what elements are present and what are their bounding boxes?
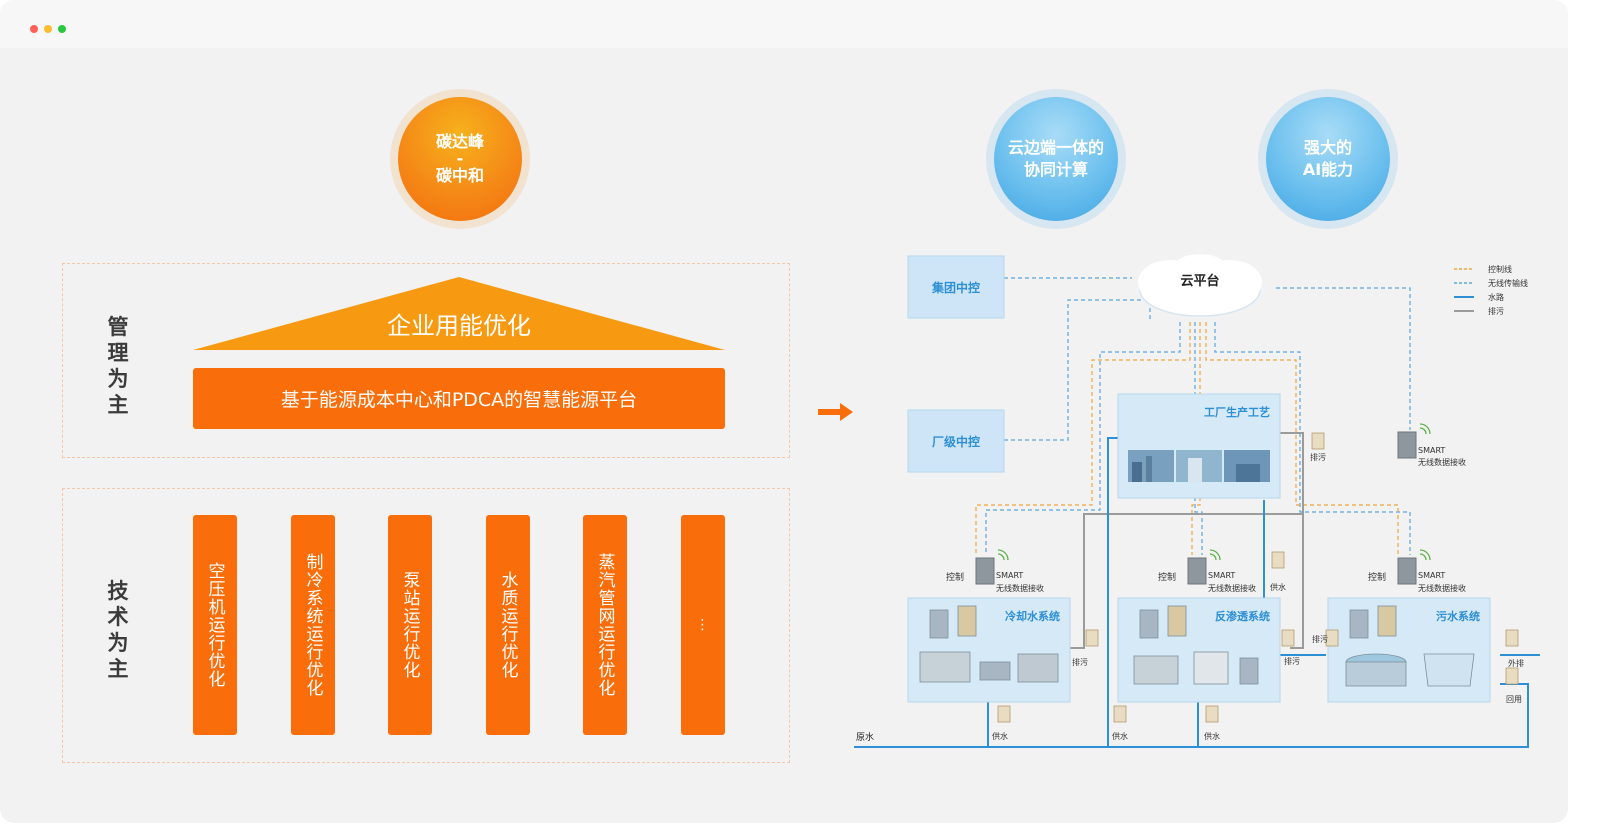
factory-photos — [1128, 450, 1270, 482]
tech-column-pump-station: 泵站运行优化 — [388, 515, 432, 735]
carbon-badge-line2: - — [456, 149, 464, 168]
smart-receiver-ro: 控制 SMART 无线数据接收 — [1158, 557, 1256, 593]
technology-panel — [62, 488, 790, 763]
maximize-window-dot[interactable] — [58, 25, 66, 33]
tech-column-label: 水质运行优化 — [497, 571, 518, 679]
supply-label-ro-main: 供水 — [1204, 731, 1220, 741]
cloud-edge-badge-line1: 云边端一体的 — [1007, 138, 1104, 157]
window-title-bar — [0, 0, 1568, 48]
svg-text:SMART: SMART — [1418, 571, 1445, 580]
tech-column-air-compressor: 空压机运行优化 — [193, 515, 237, 735]
tech-column-water-quality: 水质运行优化 — [486, 515, 530, 735]
svg-text:无线数据接收: 无线数据接收 — [1418, 457, 1466, 467]
legend-drain-line: 排污 — [1488, 306, 1504, 316]
svg-text:SMART: SMART — [996, 571, 1023, 580]
carbon-badge-line3: 碳中和 — [435, 166, 484, 185]
svg-text:控制: 控制 — [946, 571, 964, 583]
tech-column-steam-network: 蒸汽管网运行优化 — [583, 515, 627, 735]
cloud-platform-label: 云平台 — [1180, 273, 1219, 289]
right-arrow-icon — [818, 403, 853, 421]
svg-text:SMART: SMART — [1418, 446, 1445, 455]
factory-process-label: 工厂生产工艺 — [1204, 405, 1270, 419]
cloud-platform: 云平台 — [1138, 254, 1262, 317]
svg-text:控制: 控制 — [1368, 571, 1386, 583]
tech-column-label: 制冷系统运行优化 — [302, 553, 323, 697]
drain-label-factory: 排污 — [1310, 452, 1326, 462]
factory-control-label: 厂级中控 — [932, 434, 980, 449]
reuse-label: 回用 — [1506, 695, 1522, 704]
minimize-window-dot[interactable] — [44, 25, 52, 33]
app-window: 碳达峰 - 碳中和 云边端一体的 协同计算 强大的 AI能力 管理为主 企业用能… — [0, 0, 1568, 823]
smart-receiver-cooling: 控制 SMART 无线数据接收 — [946, 557, 1044, 593]
tech-column-refrigeration: 制冷系统运行优化 — [291, 515, 335, 735]
management-panel — [62, 263, 790, 458]
tech-column-more: ⋮ — [681, 515, 725, 735]
raw-water-label: 原水 — [856, 731, 874, 743]
ai-badge-line2: AI能力 — [1302, 160, 1354, 179]
carbon-badge: 碳达峰 - 碳中和 — [390, 89, 530, 229]
optimization-triangle — [193, 277, 725, 350]
cloud-edge-badge-line2: 协同计算 — [1023, 160, 1088, 179]
supply-label-cooling: 供水 — [992, 731, 1008, 741]
group-control-label: 集团中控 — [931, 280, 980, 295]
wifi-icon — [997, 423, 1431, 561]
ai-badge: 强大的 AI能力 — [1258, 89, 1398, 229]
cooling-system-label: 冷却水系统 — [1005, 609, 1060, 623]
drain-label-ro-upper: 排污 — [1312, 634, 1328, 644]
tech-column-label: 泵站运行优化 — [399, 571, 420, 679]
sewage-system-label: 污水系统 — [1436, 609, 1480, 623]
drain-label-cooling: 排污 — [1072, 657, 1088, 667]
tech-column-label: ⋮ — [695, 617, 711, 633]
management-label: 管理为主 — [107, 315, 129, 417]
svg-text:无线数据接收: 无线数据接收 — [996, 583, 1044, 593]
legend-control-line: 控制线 — [1488, 264, 1512, 274]
cloud-edge-badge: 云边端一体的 协同计算 — [986, 89, 1126, 229]
ro-system-label: 反渗透系统 — [1215, 609, 1270, 623]
tech-column-label: 蒸汽管网运行优化 — [594, 553, 615, 697]
tech-column-label: 空压机运行优化 — [204, 562, 225, 688]
discharge-label: 外排 — [1508, 658, 1524, 668]
close-window-dot[interactable] — [30, 25, 38, 33]
svg-text:无线数据接收: 无线数据接收 — [1208, 583, 1256, 593]
system-diagram: 控制线 无线传输线 水路 排污 — [850, 250, 1550, 760]
diagram-legend: 控制线 无线传输线 水路 排污 — [1454, 264, 1528, 316]
svg-text:SMART: SMART — [1208, 571, 1235, 580]
platform-bar: 基于能源成本中心和PDCA的智慧能源平台 — [193, 368, 725, 429]
legend-wireless-line: 无线传输线 — [1488, 278, 1528, 288]
triangle-label: 企业用能优化 — [387, 312, 531, 340]
drain-label-ro-lower: 排污 — [1284, 656, 1300, 666]
supply-label-ro: 供水 — [1270, 582, 1286, 592]
svg-text:无线数据接收: 无线数据接收 — [1418, 583, 1466, 593]
supply-label-factory: 供水 — [1112, 731, 1128, 741]
legend-water-line: 水路 — [1488, 292, 1504, 302]
ai-badge-line1: 强大的 — [1303, 138, 1352, 157]
carbon-badge-line1: 碳达峰 — [435, 132, 484, 151]
smart-receiver-factory: SMART 无线数据接收 — [1397, 431, 1466, 467]
svg-text:控制: 控制 — [1158, 571, 1176, 583]
smart-receiver-sewage: 控制 SMART 无线数据接收 — [1368, 557, 1466, 593]
technology-label: 技术为主 — [107, 579, 129, 681]
